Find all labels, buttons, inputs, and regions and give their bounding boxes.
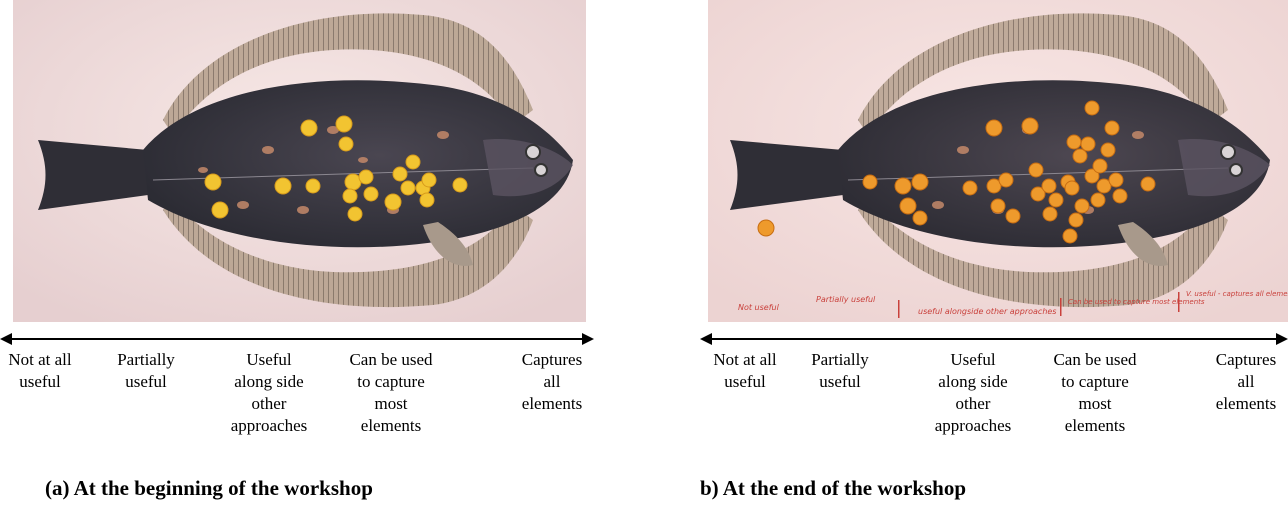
flounder-illustration: Not useful Partially useful useful along… (708, 0, 1288, 322)
usefulness-scale-arrow (0, 332, 594, 346)
handwritten-note: Partially useful (816, 295, 876, 304)
usefulness-scale-arrow (700, 332, 1288, 346)
fish-photo-beginning (13, 0, 586, 322)
handwritten-note: Not useful (738, 303, 780, 312)
scale-label-partially-useful: Partially useful (104, 349, 188, 393)
scale-label-not-useful: Not at all useful (704, 349, 786, 393)
scale-label-useful-alongside: Useful along side other approaches (918, 349, 1028, 437)
flounder-illustration (13, 0, 586, 322)
scale-label-captures-all: Captures all elements (1204, 349, 1288, 415)
caption-end: b) At the end of the workshop (700, 476, 966, 501)
scale-label-capture-most: Can be used to capture most elements (336, 349, 446, 437)
scale-label-useful-alongside: Useful along side other approaches (214, 349, 324, 437)
fish-photo-end: Not useful Partially useful useful along… (708, 0, 1288, 322)
handwritten-note: Can be used to capture most elements (1068, 298, 1205, 306)
panel-end: Not useful Partially useful useful along… (700, 0, 1288, 514)
scale-label-capture-most: Can be used to capture most elements (1040, 349, 1150, 437)
scale-label-not-useful: Not at all useful (0, 349, 80, 393)
handwritten-note: useful alongside other approaches (918, 307, 1056, 316)
handwritten-note: V. useful - captures all elements (1186, 290, 1288, 298)
scale-labels: Not at all useful Partially useful Usefu… (700, 349, 1288, 449)
caption-beginning: (a) At the beginning of the workshop (45, 476, 373, 501)
panel-beginning: Not at all useful Partially useful Usefu… (0, 0, 596, 514)
scale-labels: Not at all useful Partially useful Usefu… (0, 349, 596, 449)
scale-label-captures-all: Captures all elements (508, 349, 596, 415)
scale-label-partially-useful: Partially useful (798, 349, 882, 393)
